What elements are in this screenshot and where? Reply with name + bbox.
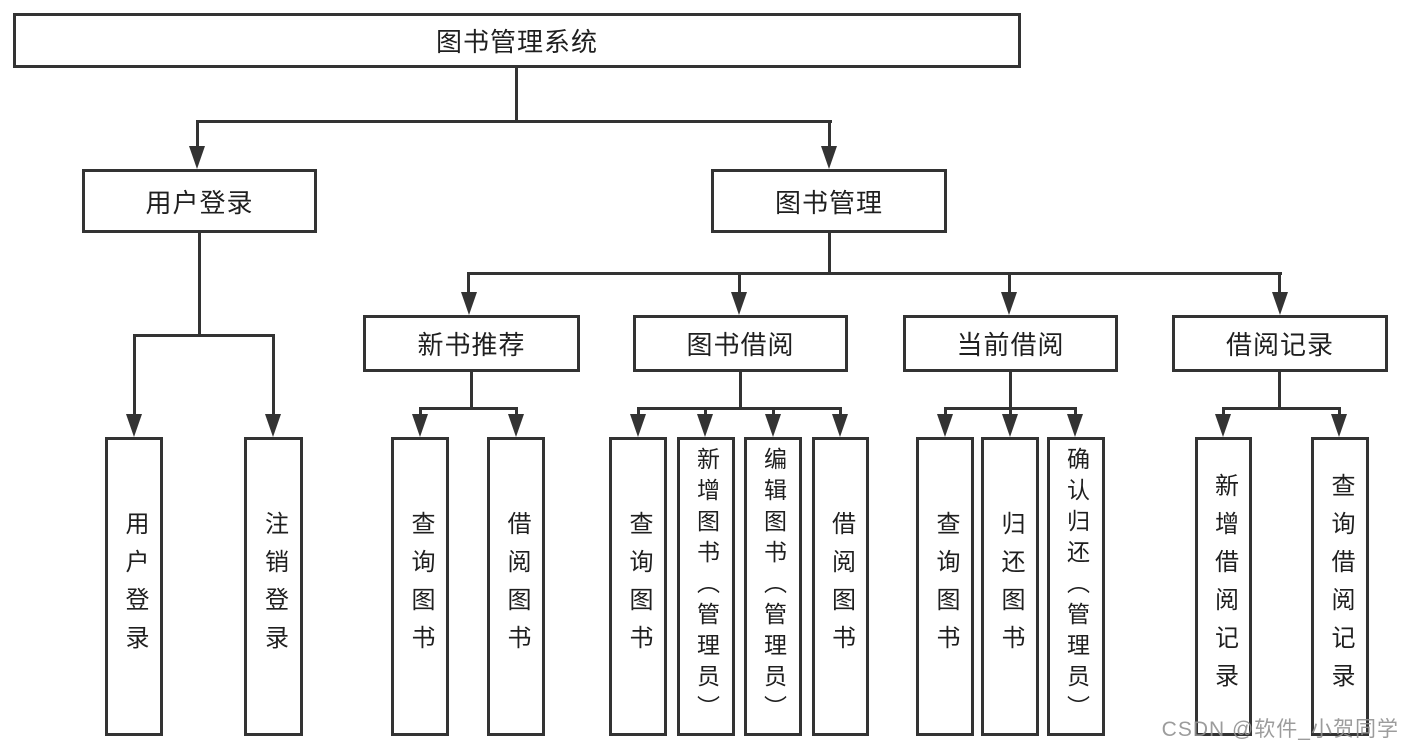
connector-line xyxy=(1009,407,1012,417)
connector-line xyxy=(828,233,831,275)
connector-line xyxy=(419,407,518,410)
node-user-login: 用户登录 xyxy=(82,169,317,233)
arrowhead-down-icon xyxy=(1002,414,1018,437)
arrowhead-down-icon xyxy=(412,414,428,437)
leaf-query-borrow-record: 查询借阅记录 xyxy=(1311,437,1369,736)
arrowhead-down-icon xyxy=(1001,292,1017,315)
connector-line xyxy=(738,272,741,294)
connector-line xyxy=(739,372,742,410)
connector-line xyxy=(772,407,775,417)
arrowhead-down-icon xyxy=(126,414,142,437)
arrowhead-down-icon xyxy=(731,292,747,315)
arrowhead-down-icon xyxy=(189,146,205,169)
leaf-query-books: 查询图书 xyxy=(916,437,974,736)
connector-line xyxy=(839,407,842,417)
csdn-watermark: CSDN @软件_小贺同学 xyxy=(1161,718,1399,741)
node-borrowing-records: 借阅记录 xyxy=(1172,315,1388,372)
connector-line xyxy=(637,407,842,410)
arrowhead-down-icon xyxy=(1215,414,1231,437)
leaf-confirm-return-admin: 确认归还（管理员） xyxy=(1047,437,1105,736)
connector-line xyxy=(272,334,275,416)
arrowhead-down-icon xyxy=(937,414,953,437)
connector-line xyxy=(515,68,518,122)
connector-line xyxy=(133,334,275,337)
connector-line xyxy=(637,407,640,417)
arrowhead-down-icon xyxy=(1272,292,1288,315)
connector-line xyxy=(1009,372,1012,410)
connector-line xyxy=(944,407,947,417)
leaf-query-books: 查询图书 xyxy=(391,437,449,736)
connector-line xyxy=(1074,407,1077,417)
arrowhead-down-icon xyxy=(821,146,837,169)
connector-line xyxy=(515,407,518,417)
arrowhead-down-icon xyxy=(1331,414,1347,437)
leaf-add-borrow-record: 新增借阅记录 xyxy=(1195,437,1252,736)
arrowhead-down-icon xyxy=(765,414,781,437)
connector-line xyxy=(196,120,832,123)
leaf-query-books: 查询图书 xyxy=(609,437,667,736)
connector-line xyxy=(419,407,422,417)
node-new-book-recommendation: 新书推荐 xyxy=(363,315,580,372)
leaf-borrow-books: 借阅图书 xyxy=(812,437,869,736)
connector-line xyxy=(1338,407,1341,417)
connector-line xyxy=(198,233,201,337)
node-book-borrowing: 图书借阅 xyxy=(633,315,848,372)
connector-line xyxy=(470,372,473,410)
connector-line xyxy=(467,272,470,294)
leaf-return-books: 归还图书 xyxy=(981,437,1039,736)
arrowhead-down-icon xyxy=(697,414,713,437)
leaf-borrow-books: 借阅图书 xyxy=(487,437,545,736)
connector-line xyxy=(133,334,136,416)
connector-line xyxy=(828,120,831,148)
connector-line xyxy=(1008,272,1011,294)
arrowhead-down-icon xyxy=(1067,414,1083,437)
leaf-edit-book-admin: 编辑图书（管理员） xyxy=(744,437,802,736)
leaf-add-book-admin: 新增图书（管理员） xyxy=(677,437,735,736)
leaf-user-login: 用户登录 xyxy=(105,437,163,736)
connector-line xyxy=(468,272,1282,275)
node-library-management-system: 图书管理系统 xyxy=(13,13,1021,68)
connector-line xyxy=(196,120,199,148)
node-current-borrowing: 当前借阅 xyxy=(903,315,1118,372)
arrowhead-down-icon xyxy=(461,292,477,315)
arrowhead-down-icon xyxy=(630,414,646,437)
connector-line xyxy=(1222,407,1341,410)
arrowhead-down-icon xyxy=(508,414,524,437)
arrowhead-down-icon xyxy=(832,414,848,437)
connector-line xyxy=(1278,272,1281,294)
arrowhead-down-icon xyxy=(265,414,281,437)
connector-line xyxy=(1278,372,1281,410)
connector-line xyxy=(704,407,707,417)
connector-line xyxy=(1222,407,1225,417)
node-book-management: 图书管理 xyxy=(711,169,947,233)
leaf-logout: 注销登录 xyxy=(244,437,303,736)
